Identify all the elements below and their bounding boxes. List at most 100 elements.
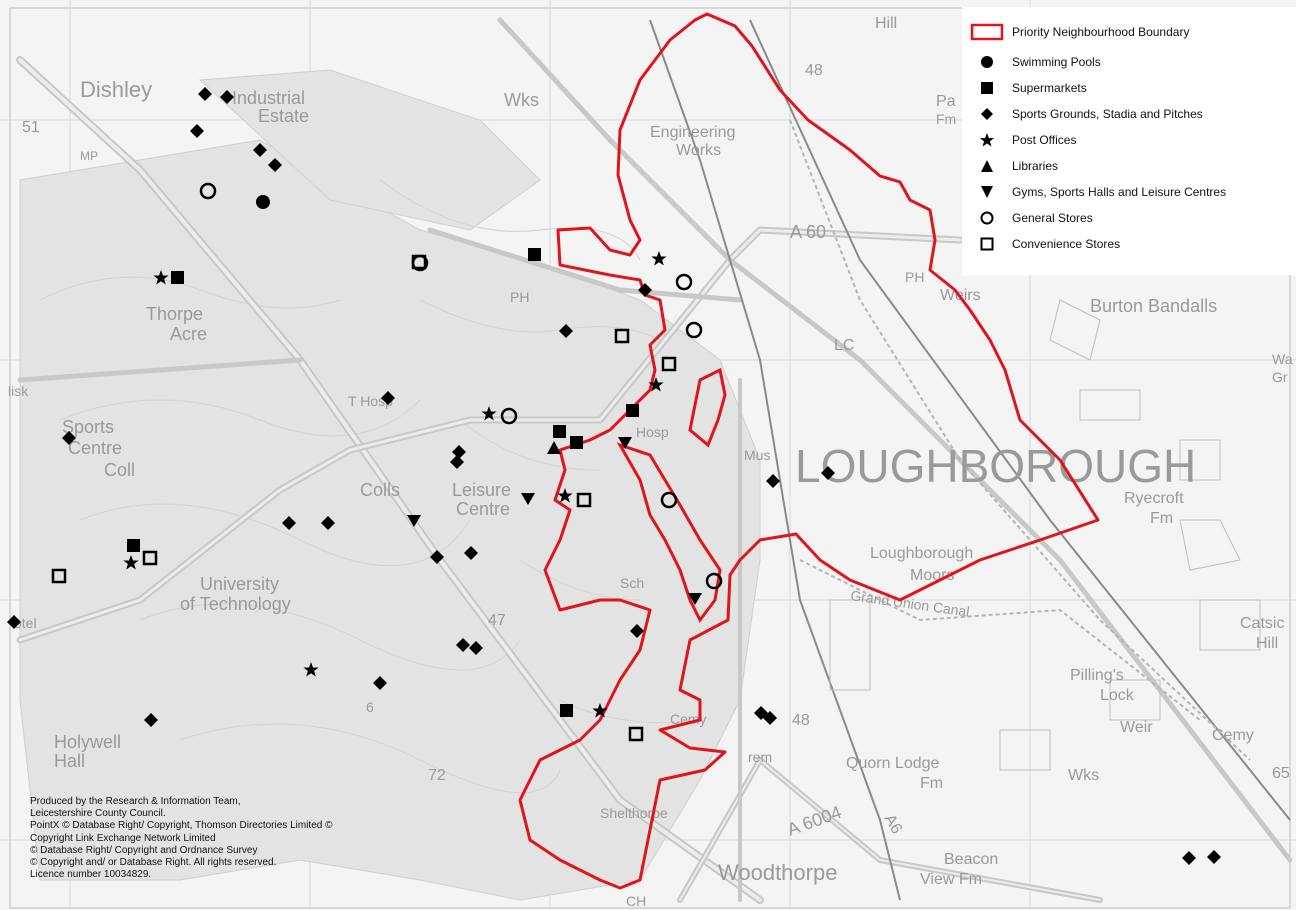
credit-line: Licence number 10034829. bbox=[30, 869, 152, 881]
label-thorpe: Thorpe bbox=[146, 304, 203, 324]
sports-ground-marker[interactable] bbox=[282, 516, 296, 530]
convenience-store-marker[interactable] bbox=[142, 550, 158, 566]
label-weir: Weir bbox=[1120, 719, 1153, 736]
label-ph: PH bbox=[510, 289, 529, 305]
convenience-store-marker[interactable] bbox=[51, 568, 67, 584]
label-works: Works bbox=[676, 142, 721, 159]
sports-ground-marker[interactable] bbox=[469, 641, 483, 655]
post-office-marker[interactable] bbox=[592, 703, 608, 718]
sports-ground-marker[interactable] bbox=[381, 391, 395, 405]
priority-neighbourhood-boundary-inner[interactable] bbox=[688, 367, 727, 448]
post-office-marker[interactable] bbox=[153, 270, 169, 285]
convenience-store-marker[interactable] bbox=[628, 726, 644, 742]
sports-ground-marker[interactable] bbox=[559, 324, 573, 338]
swimming-pool-marker[interactable] bbox=[256, 195, 270, 209]
convenience-store-marker[interactable] bbox=[661, 356, 677, 372]
triangle-down-filled-icon bbox=[962, 185, 1012, 199]
supermarket-marker[interactable] bbox=[570, 436, 583, 449]
sports-ground-marker[interactable] bbox=[450, 455, 464, 469]
label-hill: Hill bbox=[1256, 635, 1278, 652]
sports-ground-marker[interactable] bbox=[430, 550, 444, 564]
general-store-marker[interactable] bbox=[199, 182, 217, 200]
label-holywell: Holywell bbox=[54, 732, 121, 752]
square-filled-icon bbox=[962, 81, 1012, 95]
label-48: 48 bbox=[805, 62, 823, 79]
post-office-marker[interactable] bbox=[303, 662, 319, 677]
sports-ground-marker[interactable] bbox=[766, 474, 780, 488]
library-marker[interactable] bbox=[547, 441, 561, 454]
label-t-hosp: T Hosp bbox=[348, 393, 393, 409]
general-store-marker[interactable] bbox=[675, 273, 693, 291]
label-hall: Hall bbox=[54, 751, 85, 771]
label-ch: CH bbox=[626, 893, 646, 909]
supermarket-marker[interactable] bbox=[171, 271, 184, 284]
general-store-marker[interactable] bbox=[660, 491, 678, 509]
credit-line: © Copyright and/ or Database Right. All … bbox=[30, 857, 277, 869]
sports-ground-marker[interactable] bbox=[62, 431, 76, 445]
convenience-store-marker[interactable] bbox=[614, 328, 630, 344]
map-credits: Produced by the Research & Information T… bbox=[30, 796, 350, 881]
label-rem: rem bbox=[748, 749, 772, 765]
label-ph2: PH bbox=[905, 269, 924, 285]
post-office-marker[interactable] bbox=[557, 488, 573, 503]
supermarket-marker[interactable] bbox=[626, 404, 639, 417]
sports-ground-marker[interactable] bbox=[763, 711, 777, 725]
gym-marker[interactable] bbox=[618, 437, 632, 449]
legend-label: General Stores bbox=[1012, 211, 1093, 225]
convenience-store-marker[interactable] bbox=[411, 254, 427, 270]
sports-ground-marker[interactable] bbox=[1207, 850, 1221, 864]
sports-ground-marker[interactable] bbox=[638, 283, 652, 297]
triangle-up-filled-icon bbox=[962, 159, 1012, 173]
legend-label: Swimming Pools bbox=[1012, 55, 1101, 69]
supermarket-marker[interactable] bbox=[127, 539, 140, 552]
post-office-marker[interactable] bbox=[123, 555, 139, 570]
legend-row: Sports Grounds, Stadia and Pitches bbox=[962, 103, 1203, 125]
general-store-marker[interactable] bbox=[500, 407, 518, 425]
sports-ground-marker[interactable] bbox=[1182, 851, 1196, 865]
label-51: 51 bbox=[22, 119, 40, 136]
legend-label: Sports Grounds, Stadia and Pitches bbox=[1012, 107, 1203, 121]
sports-ground-marker[interactable] bbox=[630, 624, 644, 638]
general-store-marker[interactable] bbox=[685, 321, 703, 339]
sports-ground-marker[interactable] bbox=[7, 615, 21, 629]
priority-neighbourhood-boundary[interactable] bbox=[518, 12, 1100, 890]
supermarket-marker[interactable] bbox=[560, 704, 573, 717]
gym-marker[interactable] bbox=[688, 593, 702, 605]
sports-ground-marker[interactable] bbox=[144, 713, 158, 727]
post-office-marker[interactable] bbox=[481, 406, 497, 421]
legend-label: Priority Neighbourhood Boundary bbox=[1012, 25, 1190, 39]
sports-ground-marker[interactable] bbox=[253, 143, 267, 157]
post-office-marker[interactable] bbox=[648, 377, 664, 392]
label-65: 65 bbox=[1272, 765, 1290, 782]
sports-ground-marker[interactable] bbox=[268, 158, 282, 172]
sports-ground-marker[interactable] bbox=[321, 516, 335, 530]
label-university: University bbox=[200, 574, 279, 594]
priority-neighbourhood-boundary-river[interactable] bbox=[616, 442, 722, 623]
label-cemy: Cemy bbox=[1212, 727, 1254, 744]
sports-ground-marker[interactable] bbox=[220, 90, 234, 104]
label-of-technology: of Technology bbox=[180, 594, 291, 614]
label-colls: Colls bbox=[360, 480, 400, 500]
sports-ground-marker[interactable] bbox=[452, 445, 466, 459]
label-shelthorpe: Shelthorpe bbox=[600, 805, 668, 821]
sports-ground-marker[interactable] bbox=[190, 124, 204, 138]
gym-marker[interactable] bbox=[521, 493, 535, 505]
sports-ground-marker[interactable] bbox=[821, 466, 835, 480]
label-burton-bandalls: Burton Bandalls bbox=[1090, 296, 1217, 316]
general-store-marker[interactable] bbox=[705, 572, 723, 590]
supermarket-marker[interactable] bbox=[553, 425, 566, 438]
supermarket-marker[interactable] bbox=[528, 248, 541, 261]
sports-ground-marker[interactable] bbox=[456, 638, 470, 652]
gym-marker[interactable] bbox=[407, 515, 421, 527]
label-pa: Pa bbox=[936, 93, 956, 110]
sports-ground-marker[interactable] bbox=[198, 87, 212, 101]
sports-ground-marker[interactable] bbox=[373, 676, 387, 690]
label-ryecroft: Ryecroft bbox=[1124, 490, 1184, 507]
legend-label: Libraries bbox=[1012, 159, 1059, 173]
post-office-marker[interactable] bbox=[651, 251, 667, 266]
convenience-store-marker[interactable] bbox=[576, 492, 592, 508]
label-47: 47 bbox=[488, 612, 506, 629]
sports-ground-marker[interactable] bbox=[464, 546, 478, 560]
label-hosp: Hosp bbox=[636, 424, 669, 440]
boundary-swatch-icon bbox=[962, 23, 1012, 41]
